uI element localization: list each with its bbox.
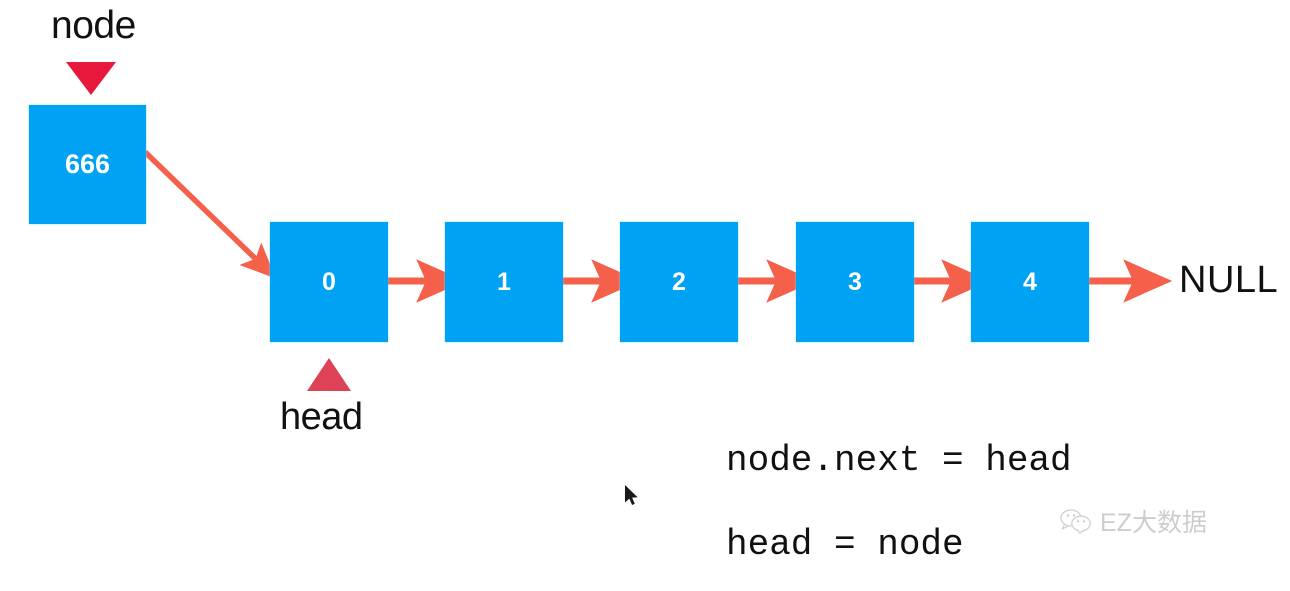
list-node-value: 3 [848, 267, 862, 296]
list-node-0[interactable]: 0 [270, 222, 388, 342]
list-node-1[interactable]: 1 [445, 222, 563, 342]
insert-arrow [143, 150, 277, 279]
watermark-text: EZ大数据 [1100, 509, 1207, 537]
list-node-value: 1 [497, 267, 511, 296]
triangle-down-icon [66, 62, 116, 95]
detached-node-box[interactable]: 666 [29, 105, 146, 224]
node-label: node [51, 4, 136, 47]
list-node-value: 0 [322, 267, 336, 296]
watermark: EZ大数据 [1059, 503, 1207, 539]
code-line-node-next: node.next = head [726, 440, 1072, 481]
null-terminator-label: NULL [1179, 259, 1279, 301]
wechat-bubbles-icon [1060, 509, 1091, 534]
code-line-head-assign: head = node [726, 524, 964, 565]
head-label: head [280, 396, 363, 438]
list-node-2[interactable]: 2 [620, 222, 738, 342]
mouse-cursor-icon [625, 485, 638, 505]
list-node-value: 2 [672, 267, 686, 296]
triangle-up-icon [307, 358, 351, 391]
list-node-4[interactable]: 4 [971, 222, 1089, 342]
list-node-value: 4 [1023, 267, 1037, 296]
list-node-3[interactable]: 3 [796, 222, 914, 342]
detached-node-value: 666 [64, 149, 111, 179]
